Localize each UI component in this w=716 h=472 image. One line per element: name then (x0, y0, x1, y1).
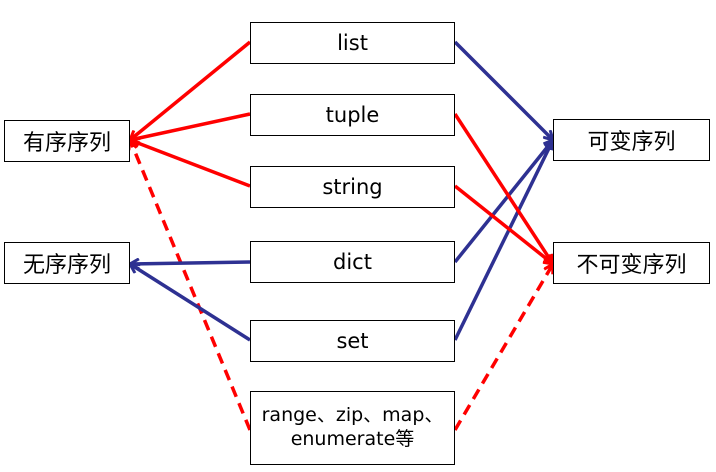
node-tuple-label: tuple (325, 103, 380, 127)
edge-set-mutable (453, 140, 553, 341)
node-string-label: string (322, 175, 383, 199)
edge-string-immutable (453, 184, 553, 264)
node-immutable-sequence: 不可变序列 (553, 242, 710, 284)
edge-string-ordered (130, 140, 251, 188)
node-ordered-sequence: 有序序列 (4, 120, 130, 162)
node-mutable-sequence-label: 可变序列 (587, 130, 676, 155)
node-other-iterables: range、zip、map、 enumerate等 (250, 391, 455, 465)
edge-others-immutable (453, 264, 553, 431)
node-set: set (250, 320, 455, 362)
node-dict-label: dict (333, 250, 372, 274)
node-immutable-sequence-label: 不可变序列 (576, 253, 687, 278)
edge-list-ordered (130, 40, 252, 140)
node-mutable-sequence: 可变序列 (553, 119, 710, 161)
node-string: string (250, 166, 455, 208)
node-tuple: tuple (250, 94, 455, 136)
node-ordered-sequence-label: 有序序列 (22, 131, 111, 156)
node-unordered-sequence-label: 无序序列 (22, 253, 111, 278)
edge-list-mutable (453, 40, 553, 140)
edge-tuple-ordered (130, 112, 251, 140)
edge-others-ordered (130, 140, 252, 431)
edge-tuple-immutable (453, 113, 553, 264)
edge-dict-mutable (453, 140, 553, 264)
node-dict: dict (250, 241, 455, 283)
edge-set-unordered (130, 264, 251, 342)
node-list: list (250, 22, 455, 64)
node-unordered-sequence: 无序序列 (4, 242, 130, 284)
edge-dict-unordered (130, 262, 251, 264)
node-other-iterables-line2: enumerate等 (290, 428, 415, 450)
node-list-label: list (337, 31, 368, 55)
node-other-iterables-line1: range、zip、map、 (261, 404, 444, 427)
node-set-label: set (336, 329, 369, 353)
